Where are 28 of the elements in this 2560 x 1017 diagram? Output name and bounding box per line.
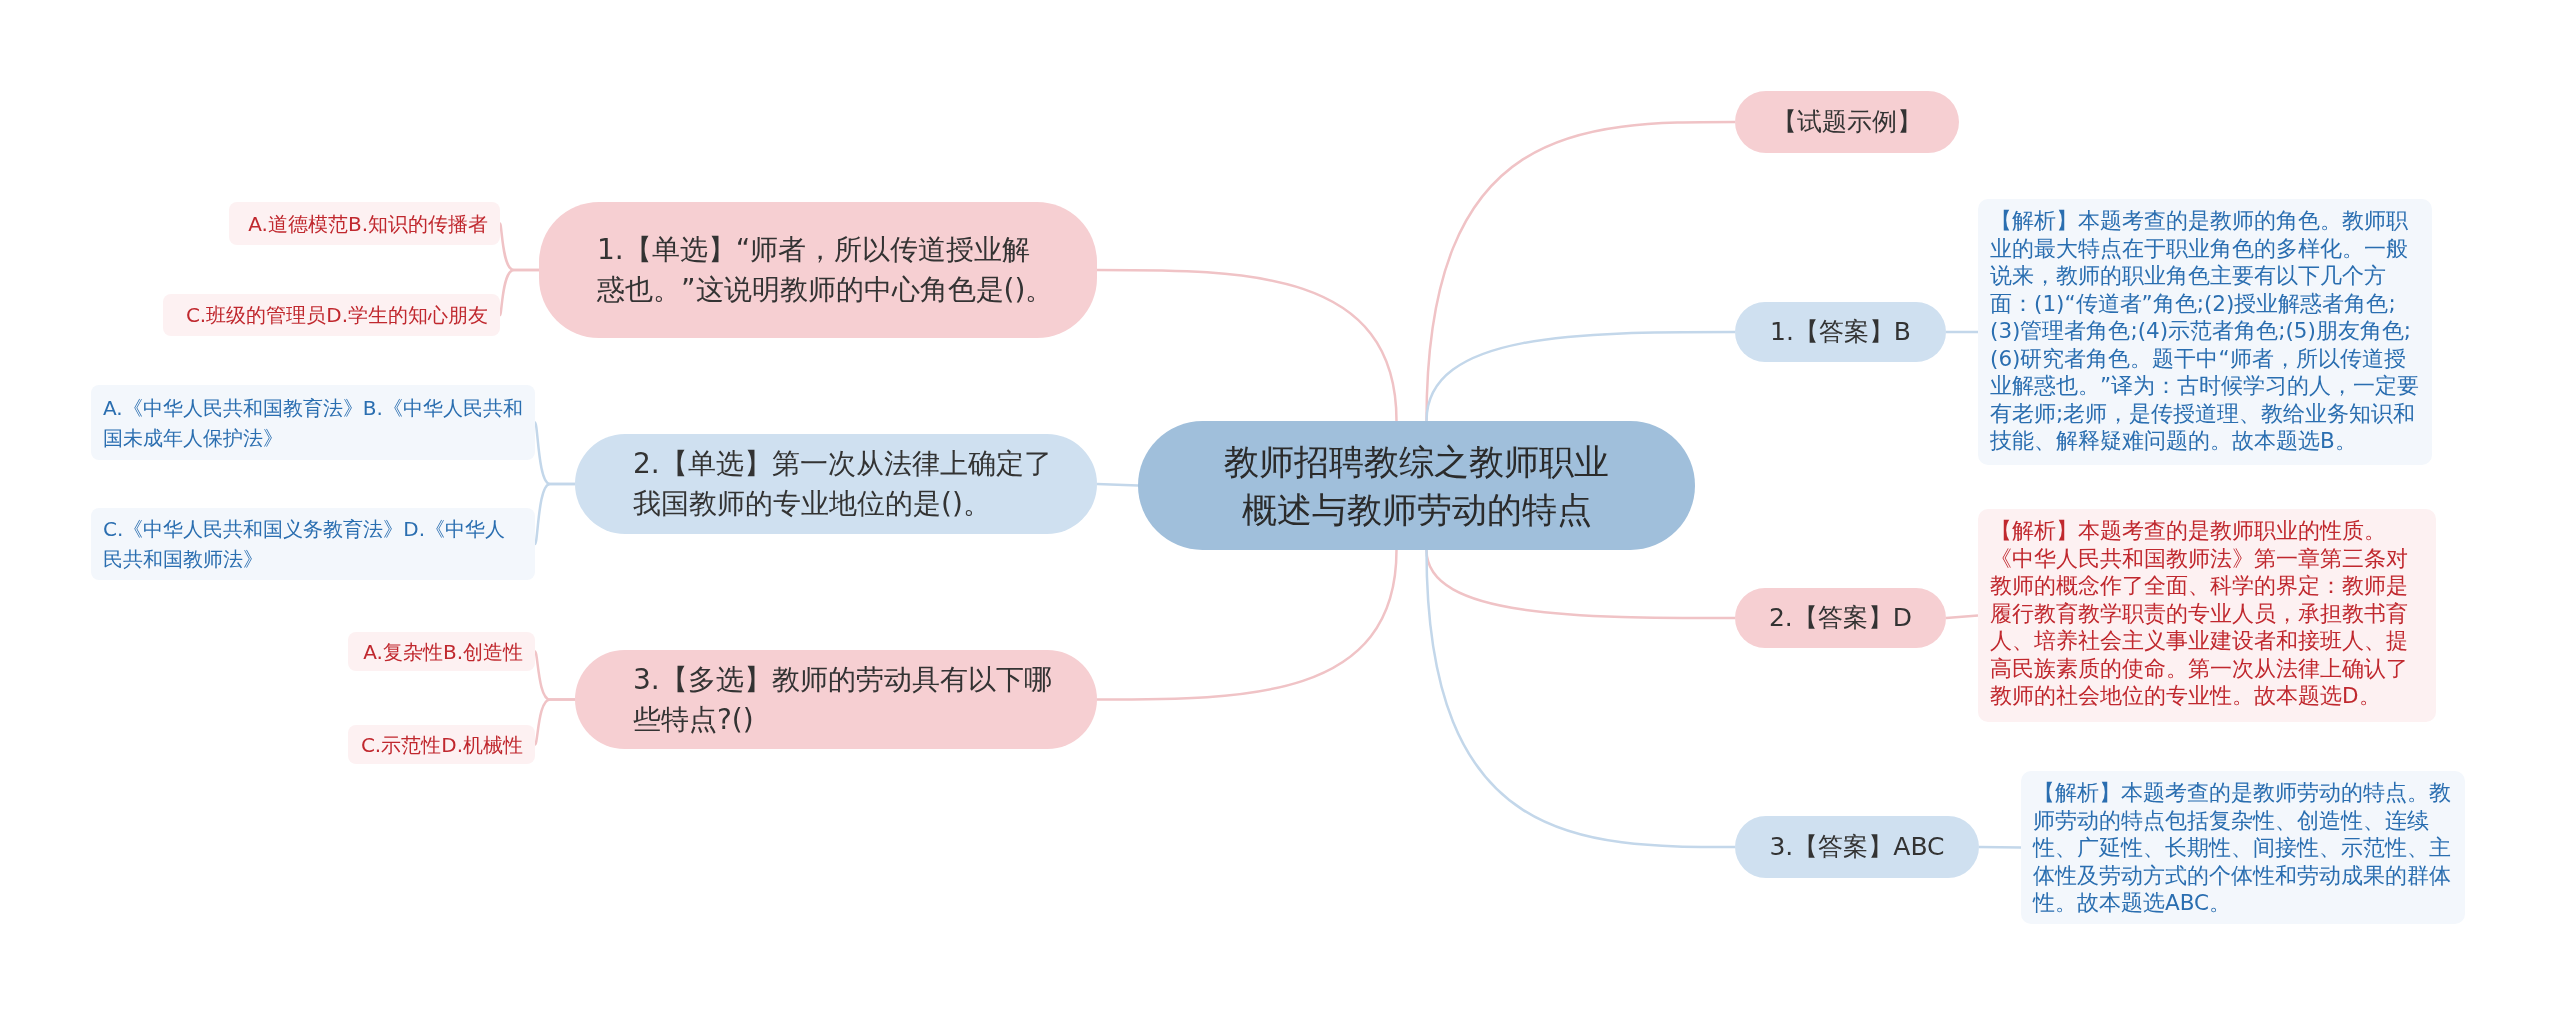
option-tag: A.道德模范B.知识的传播者 bbox=[229, 202, 500, 245]
central-topic-bubble: 教师招聘教综之教师职业概述与教师劳动的特点 bbox=[1138, 421, 1695, 550]
connector-line bbox=[1097, 549, 1398, 701]
connector-line bbox=[1096, 482, 1139, 487]
topic-bubble: 1.【答案】B bbox=[1735, 302, 1946, 362]
topic-bubble: 3.【多选】教师的劳动具有以下哪些特点?() bbox=[575, 650, 1097, 749]
explanation-note: 【解析】本题考查的是教师劳动的特点。教师劳动的特点包括复杂性、创造性、连续性、广延性、长期性、间接性、示范性、主体性及劳动方式的个体性和劳动成果的群体性。故本题选ABC。 bbox=[2021, 771, 2465, 924]
connector-line bbox=[1979, 845, 2021, 849]
topic-bubble: 【试题示例】 bbox=[1735, 91, 1959, 153]
connector-line bbox=[533, 698, 575, 745]
connector-line bbox=[1945, 614, 1979, 620]
topic-bubble: 2.【答案】D bbox=[1735, 588, 1946, 648]
option-tag: C.班级的管理员D.学生的知心朋友 bbox=[163, 294, 500, 336]
connector-line bbox=[533, 482, 575, 545]
explanation-note: 【解析】本题考查的是教师职业的性质。《中华人民共和国教师法》第一章第三条对教师的概念作了全面、科学的界定：教师是履行教育教学职责的专业人员，承担教书育人、培养社会主义事业建设者和接班人、提高民族素质的使命。第一次从法律上确认了教师的社会地位的专业性。故本题选D。 bbox=[1978, 509, 2436, 722]
option-tag: A.《中华人民共和国教育法》B.《中华人民共和国未成年人保护法》 bbox=[91, 385, 535, 460]
connector-line bbox=[1425, 549, 1735, 849]
topic-bubble: 2.【单选】第一次从法律上确定了我国教师的专业地位的是()。 bbox=[575, 434, 1097, 534]
topic-bubble: 1.【单选】“师者，所以传道授业解惑也。”这说明教师的中心角色是()。 bbox=[539, 202, 1097, 338]
option-tag: C.《中华人民共和国义务教育法》D.《中华人民共和国教师法》 bbox=[91, 508, 535, 580]
connector-line bbox=[1425, 330, 1735, 422]
connector-line bbox=[1097, 268, 1398, 422]
topic-bubble: 3.【答案】ABC bbox=[1735, 816, 1979, 878]
option-tag: A.复杂性B.创造性 bbox=[348, 632, 535, 671]
connector-line bbox=[498, 268, 539, 316]
option-tag: C.示范性D.机械性 bbox=[348, 725, 535, 764]
explanation-note: 【解析】本题考查的是教师的角色。教师职业的最大特点在于职业角色的多样化。一般说来，教师的职业角色主要有以下几个方面：(1)“传道者”角色;(2)授业解惑者角色;(3)管理者角色;(4)示范者角色;(5)朋友角色;(6)研究者角色。题干中“师者，所以传道授业解惑也。”译为：古时候学习的人，一定要有老师;老师，是传授道理、教给业务知识和技能、解释疑难问题的。故本题选B。 bbox=[1978, 199, 2432, 465]
connector-line bbox=[1946, 330, 1978, 334]
